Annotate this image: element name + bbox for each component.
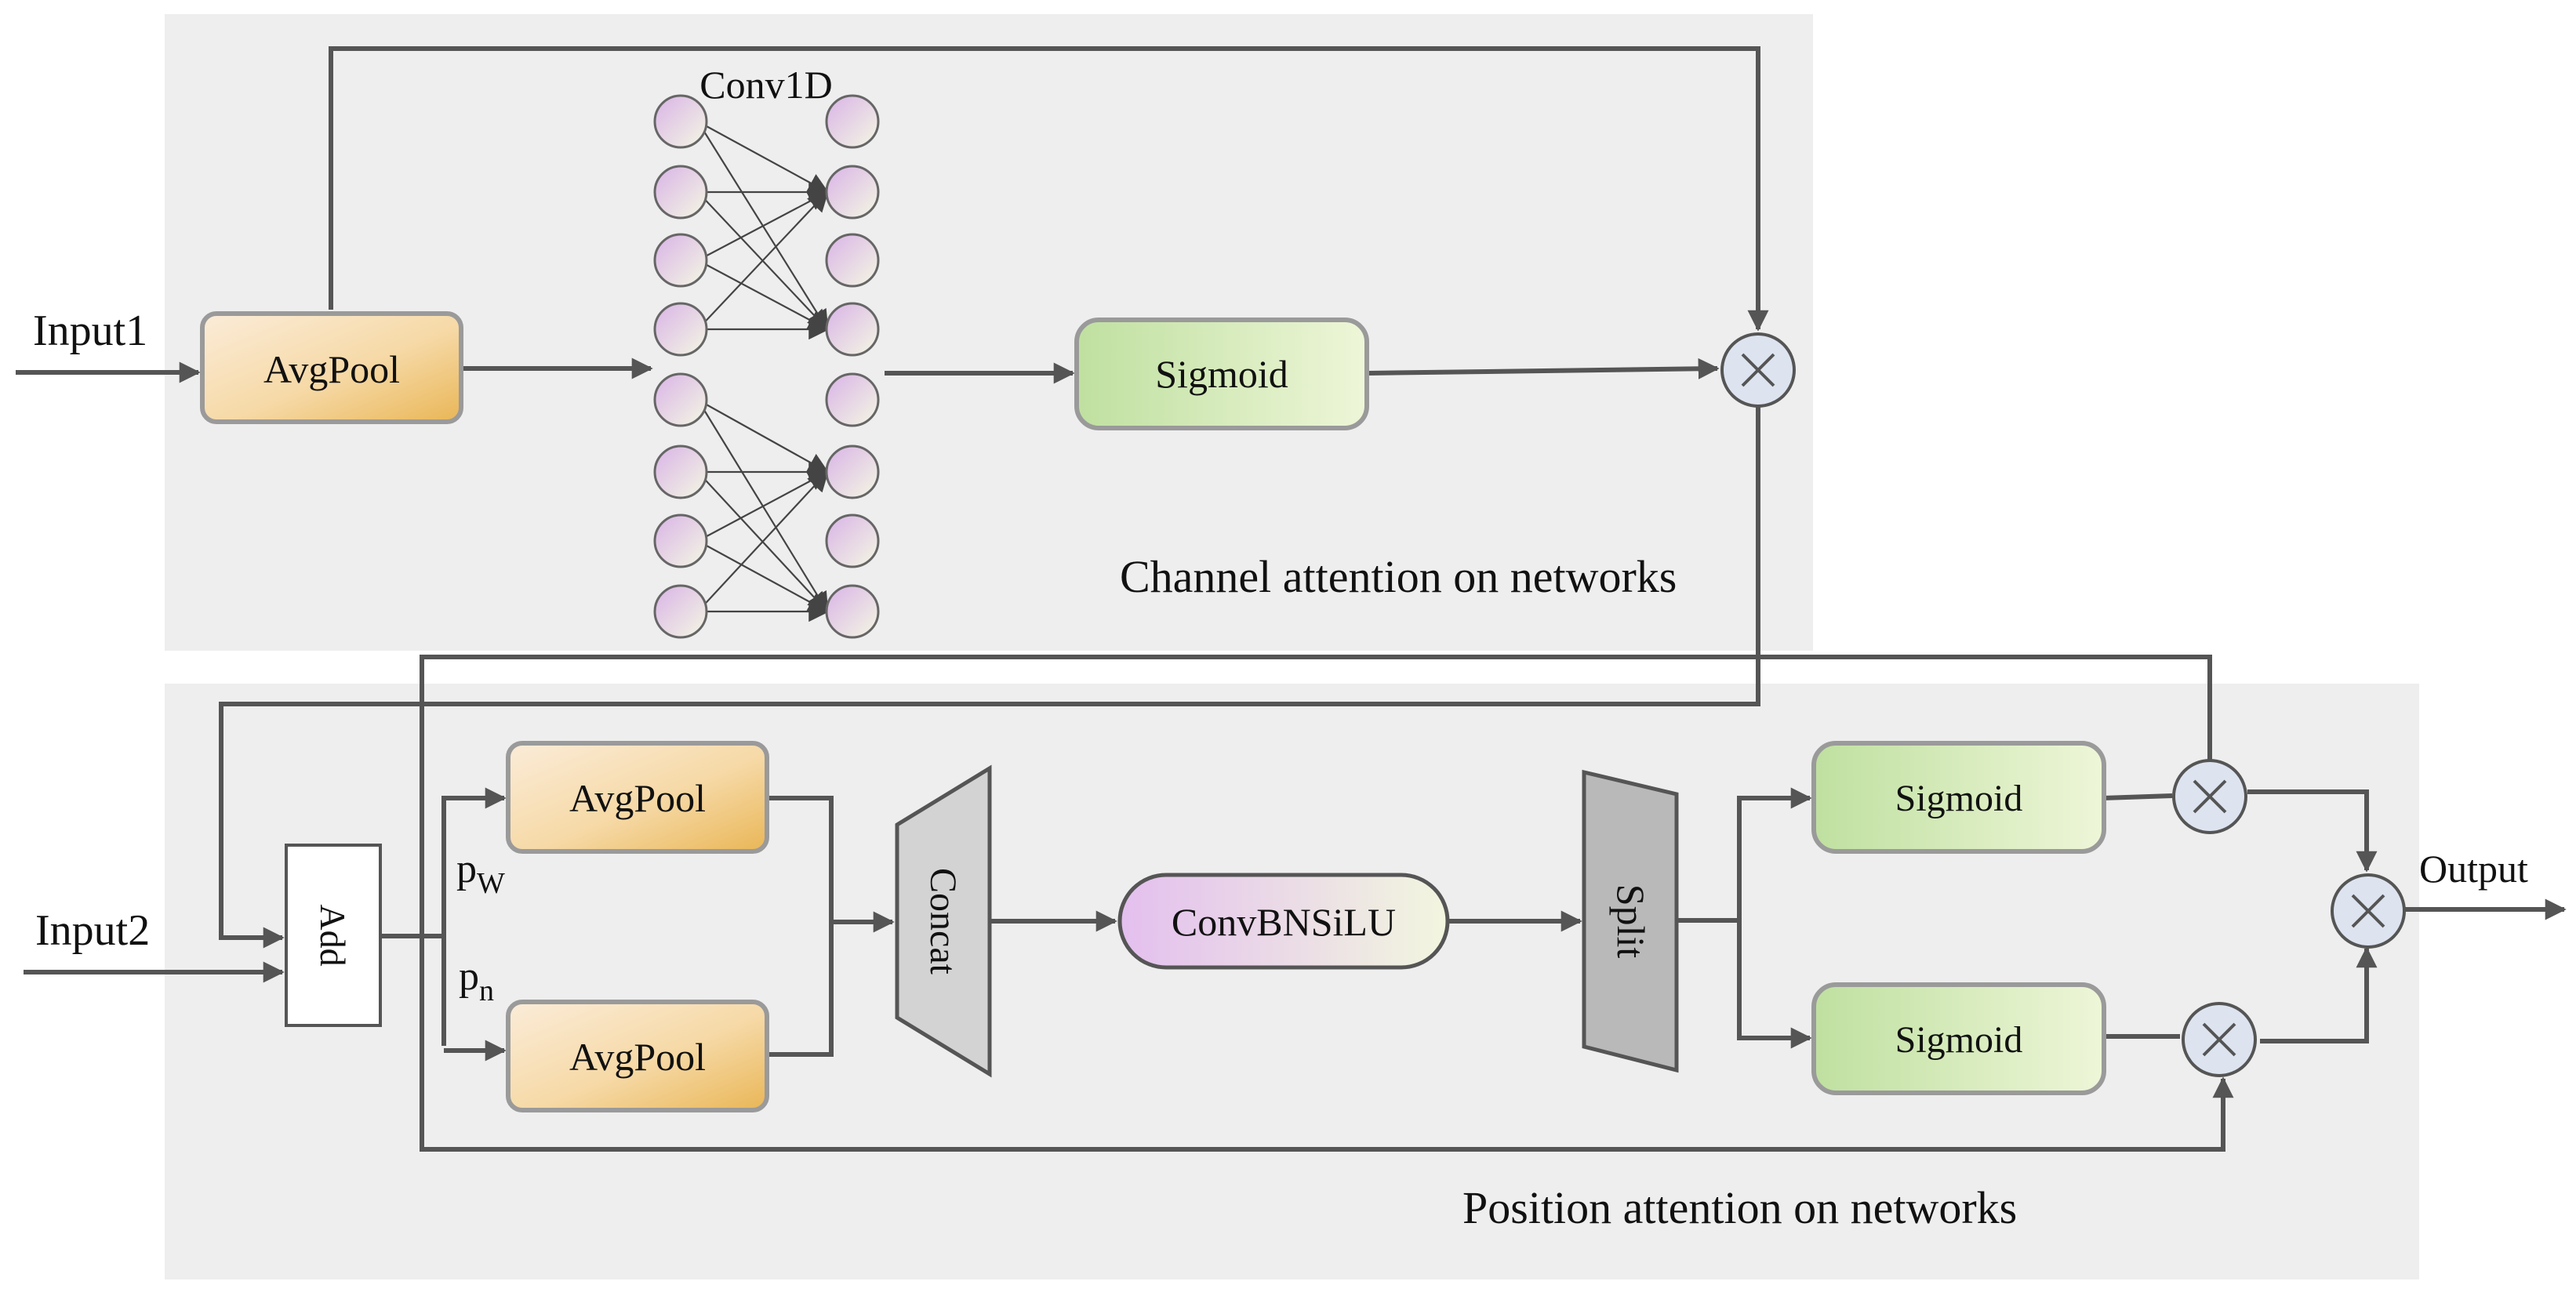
conv1d-output-nodes xyxy=(825,94,880,639)
avgpool-channel-box xyxy=(200,311,463,424)
split-label: Split xyxy=(1609,884,1653,959)
input2-label: Input2 xyxy=(35,906,150,955)
split-block xyxy=(1582,769,1679,1073)
avgpool-top-box xyxy=(506,741,769,854)
position-attention-title: Position attention on networks xyxy=(1462,1182,2017,1233)
skip-connection-top xyxy=(329,46,1769,332)
conv1d-edges xyxy=(697,121,830,622)
pn-label: pn xyxy=(459,954,494,1007)
avgpool-bottom-box xyxy=(506,1000,769,1112)
sigmoid-channel-box xyxy=(1074,318,1369,430)
avgpool-bottom-label: AvgPool xyxy=(569,1035,706,1079)
add-label: Add xyxy=(313,904,353,966)
conv1d-input-nodes xyxy=(653,94,708,639)
channel-to-add-connection xyxy=(219,406,1760,949)
sigmoid-top-box xyxy=(1811,741,2106,854)
concat-block xyxy=(895,764,992,1078)
conv1d-label: Conv1D xyxy=(699,63,832,107)
multiply-top-x-icon xyxy=(2193,779,2227,814)
sigmoid-top-label: Sigmoid xyxy=(1895,778,2023,819)
split-to-sigmoid-bottom-arrow xyxy=(1737,920,1812,1049)
skip-connection-outer xyxy=(420,655,2234,1152)
sigmoid-top-to-multiply xyxy=(2102,793,2173,800)
add-box xyxy=(285,844,382,1027)
output-label: Output xyxy=(2419,847,2528,891)
sigmoid-channel-label: Sigmoid xyxy=(1155,352,1288,396)
multiply-top-to-final-arrow xyxy=(2247,789,2378,873)
split-to-sigmoid-top-arrow xyxy=(1677,787,1812,923)
concat-label: Concat xyxy=(922,868,964,975)
multiply-final-x-icon xyxy=(2351,894,2385,928)
pw-label: pW xyxy=(456,847,505,900)
convbnsilu-box xyxy=(1117,873,1450,970)
multiply-bottom-to-final-arrow xyxy=(2260,946,2378,1043)
avgpool-top-label: AvgPool xyxy=(569,776,706,820)
avgpool-channel-label: AvgPool xyxy=(263,347,400,391)
channel-attention-title: Channel attention on networks xyxy=(1120,551,1677,602)
input1-label: Input1 xyxy=(33,307,147,355)
convbnsilu-label: ConvBNSiLU xyxy=(1172,900,1396,944)
multiply-bottom-x-icon xyxy=(2202,1022,2236,1057)
sigmoid-bottom-box xyxy=(1811,982,2106,1095)
sigmoid-to-multiply-arrow xyxy=(1368,357,1720,379)
avgpool-top-to-concat xyxy=(768,796,834,1057)
to-avgpool-top-arrow xyxy=(441,787,507,1046)
sigmoid-bottom-label: Sigmoid xyxy=(1895,1019,2023,1061)
multiply-channel-x-icon xyxy=(1741,353,1775,387)
